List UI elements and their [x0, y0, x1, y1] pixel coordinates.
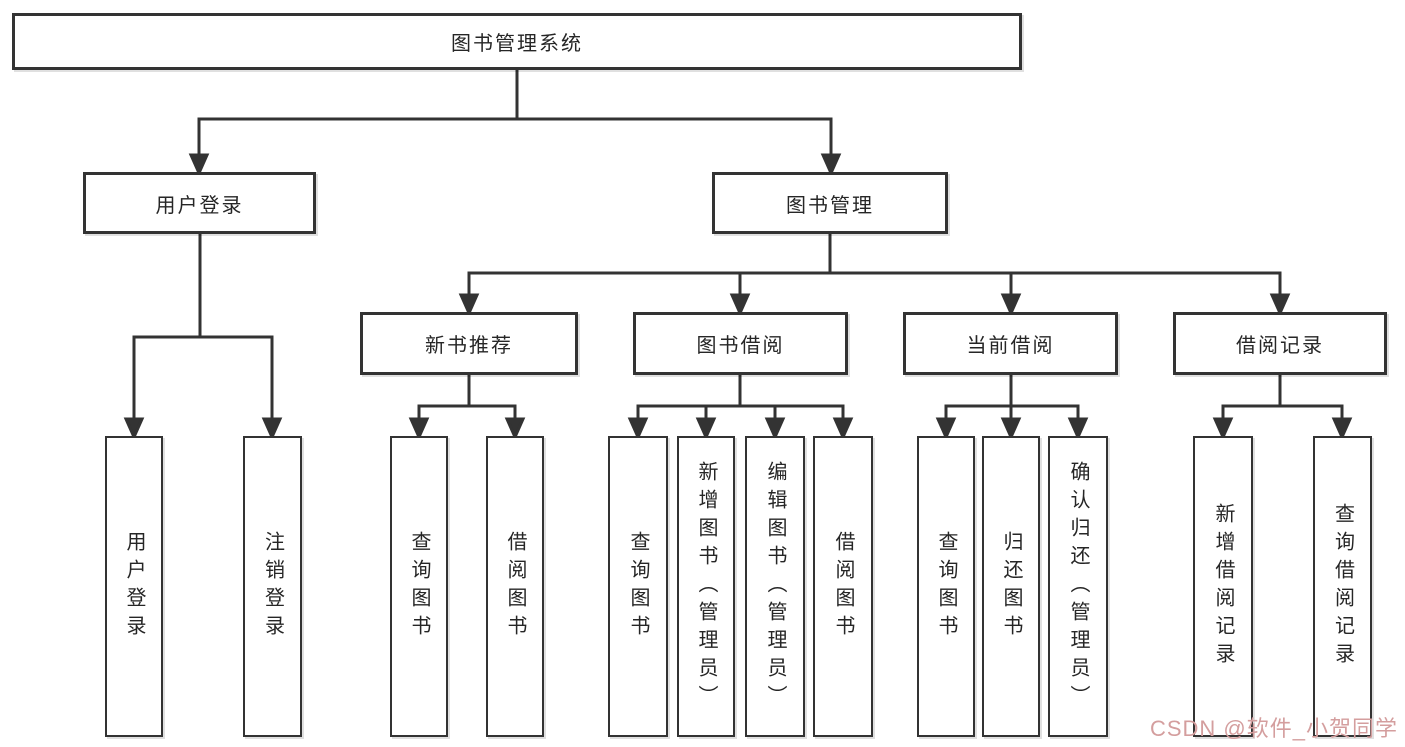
node-leaf-bb-query-label: 查询图书	[627, 530, 649, 643]
node-leaf-cb-confirm: 确认归还（管理员）	[1048, 436, 1108, 737]
node-new-book-rec-label: 新书推荐	[425, 335, 513, 357]
node-borrow-records: 借阅记录	[1173, 312, 1387, 375]
node-leaf-br-query-label: 查询借阅记录	[1331, 502, 1354, 671]
node-root-label: 图书管理系统	[451, 33, 583, 55]
node-book-mgmt: 图书管理	[712, 172, 948, 234]
node-leaf-bb-edit-label: 编辑图书（管理员）	[764, 460, 786, 713]
node-leaf-nb-query-label: 查询图书	[408, 530, 430, 643]
node-book-mgmt-label: 图书管理	[786, 194, 874, 217]
node-leaf-user-login: 用户登录	[105, 436, 163, 737]
node-leaf-logout-label: 注销登录	[261, 530, 284, 643]
node-leaf-cb-query: 查询图书	[917, 436, 975, 737]
node-leaf-br-add-label: 新增借阅记录	[1212, 502, 1234, 671]
node-leaf-nb-borrow: 借阅图书	[486, 436, 544, 737]
node-leaf-nb-borrow-label: 借阅图书	[504, 530, 526, 643]
node-borrow-records-label: 借阅记录	[1236, 335, 1324, 357]
node-leaf-bb-borrow: 借阅图书	[813, 436, 873, 737]
node-leaf-cb-return-label: 归还图书	[1000, 530, 1022, 643]
node-leaf-bb-query: 查询图书	[608, 436, 668, 737]
node-leaf-cb-query-label: 查询图书	[935, 530, 957, 643]
node-leaf-nb-query: 查询图书	[390, 436, 448, 737]
node-leaf-br-query: 查询借阅记录	[1313, 436, 1372, 737]
node-current-borrow: 当前借阅	[903, 312, 1118, 375]
csdn-watermark: CSDN @软件_小贺同学	[1149, 716, 1398, 741]
node-root: 图书管理系统	[12, 13, 1022, 70]
node-current-borrow-label: 当前借阅	[966, 335, 1055, 357]
node-leaf-bb-borrow-label: 借阅图书	[832, 530, 854, 643]
node-user-login: 用户登录	[83, 172, 316, 234]
node-leaf-user-login-label: 用户登录	[123, 530, 145, 643]
node-new-book-rec: 新书推荐	[360, 312, 578, 375]
node-leaf-cb-return: 归还图书	[982, 436, 1040, 737]
node-book-borrow-label: 图书借阅	[696, 335, 785, 357]
node-leaf-bb-add-label: 新增图书（管理员）	[695, 460, 717, 713]
node-leaf-logout: 注销登录	[243, 436, 302, 737]
node-user-login-label: 用户登录	[155, 194, 244, 217]
node-leaf-bb-add: 新增图书（管理员）	[677, 436, 735, 737]
node-leaf-br-add: 新增借阅记录	[1193, 436, 1253, 737]
node-book-borrow: 图书借阅	[633, 312, 848, 375]
node-leaf-cb-confirm-label: 确认归还（管理员）	[1067, 460, 1089, 713]
node-leaf-bb-edit: 编辑图书（管理员）	[745, 436, 805, 737]
